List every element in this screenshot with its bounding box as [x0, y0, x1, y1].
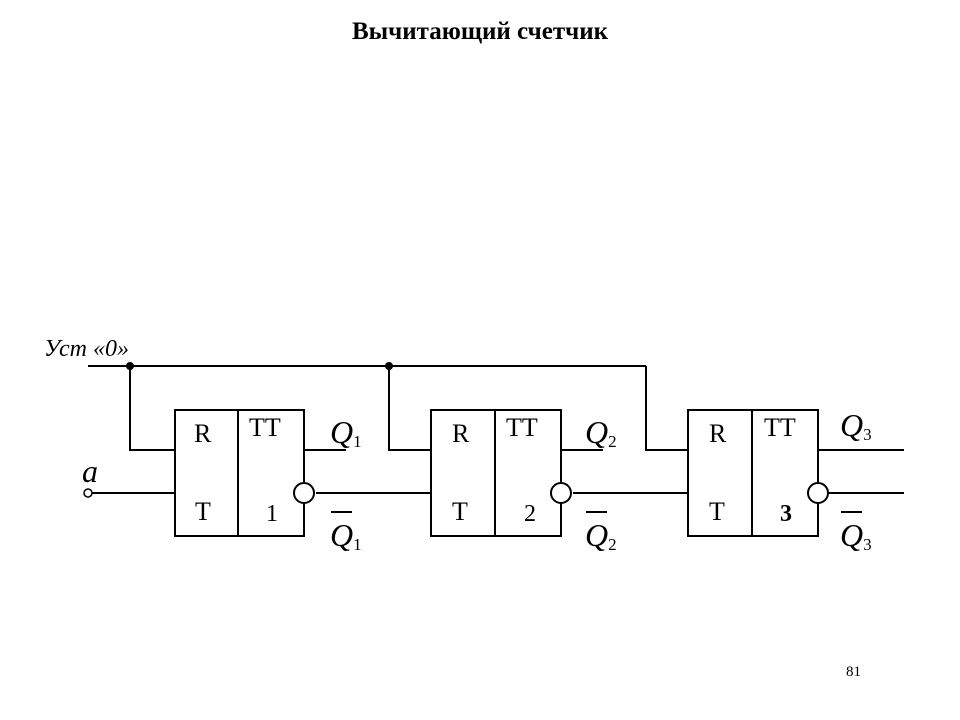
flip-flop-2-t-label: T [452, 497, 468, 526]
flip-flop-1-q-label: Q [330, 414, 353, 450]
svg-text:Q2: Q2 [585, 414, 617, 451]
flip-flop-1-r-label: R [194, 419, 212, 448]
flip-flop-3-t-label: T [709, 497, 725, 526]
flip-flop-3-q-label: Q [840, 407, 863, 443]
flip-flop-1-type-label: TT [249, 413, 281, 442]
flip-flop-3-inversion-bubble [807, 482, 829, 504]
flip-flop-3-number: 3 [780, 501, 792, 527]
flip-flop-1-q-subscript: 1 [353, 432, 362, 451]
input-label: a [82, 453, 98, 489]
flip-flop-1-body [174, 409, 305, 537]
flip-flop-2-type-label: TT [506, 413, 538, 442]
page-title: Вычитающий счетчик [351, 18, 609, 45]
flip-flop-1-qbar-subscript: 1 [353, 535, 362, 554]
svg-text:Q3: Q3 [840, 517, 872, 554]
flip-flop-3-qbar-subscript: 3 [863, 535, 872, 554]
junction-dot-1 [126, 362, 134, 370]
flip-flop-3-type-label: TT [764, 413, 796, 442]
reset-bus [88, 365, 688, 451]
flip-flop-2: R T TT 2 Q2 Q2 [430, 409, 617, 554]
svg-text:Q3: Q3 [840, 407, 872, 444]
flip-flop-3-qbar-label: Q [840, 517, 863, 553]
input-terminal [83, 488, 93, 498]
flip-flop-2-r-label: R [452, 419, 470, 448]
reset-label: Уст «0» [44, 336, 129, 362]
svg-text:Q2: Q2 [585, 517, 617, 554]
flip-flop-1-t-label: T [195, 497, 211, 526]
flip-flop-2-qbar-subscript: 2 [608, 535, 617, 554]
svg-text:Q1: Q1 [330, 517, 362, 554]
flip-flop-3: R T TT 3 Q3 Q3 [687, 407, 904, 554]
svg-text:Q1: Q1 [330, 414, 362, 451]
junction-dot-2 [385, 362, 393, 370]
flip-flop-3-q-subscript: 3 [863, 425, 872, 444]
flip-flop-1-qbar-label: Q [330, 517, 353, 553]
flip-flop-3-r-label: R [709, 419, 727, 448]
flip-flop-1-inversion-bubble [293, 482, 315, 504]
flip-flop-2-inversion-bubble [550, 482, 572, 504]
flip-flop-1-number: 1 [266, 501, 278, 527]
flip-flop-1: R T TT 1 Q1 Q1 [174, 409, 362, 554]
flip-flop-2-q-label: Q [585, 414, 608, 450]
flip-flop-2-q-subscript: 2 [608, 432, 617, 451]
flip-flop-2-qbar-label: Q [585, 517, 608, 553]
flip-flop-2-number: 2 [524, 501, 536, 527]
page-number: 81 [846, 664, 861, 680]
